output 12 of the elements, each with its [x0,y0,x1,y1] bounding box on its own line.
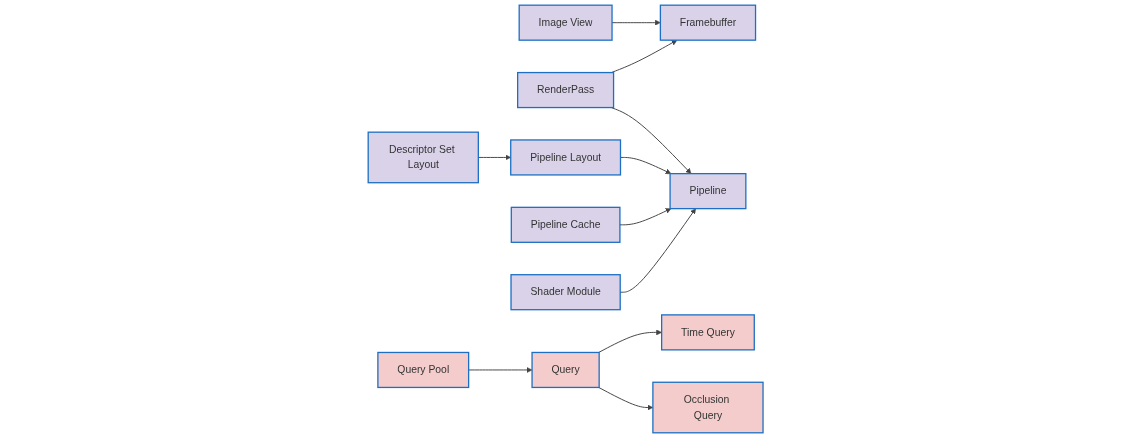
node-box: Pipeline Layout [510,139,622,176]
node-box: Occlusion Query [652,381,765,434]
node-box: Query Pool [377,351,470,389]
node-box: Pipeline Cache [511,206,621,243]
node-box: RenderPass [517,71,615,109]
node-box: Image View [518,4,614,41]
node-box: Framebuffer [660,4,757,41]
node-box: Query [531,351,601,389]
node-box: Shader Module [510,274,622,311]
node-box: Time Query [661,314,756,351]
node-box: Pipeline [669,173,747,210]
node-box: Descriptor Set Layout [367,131,480,184]
